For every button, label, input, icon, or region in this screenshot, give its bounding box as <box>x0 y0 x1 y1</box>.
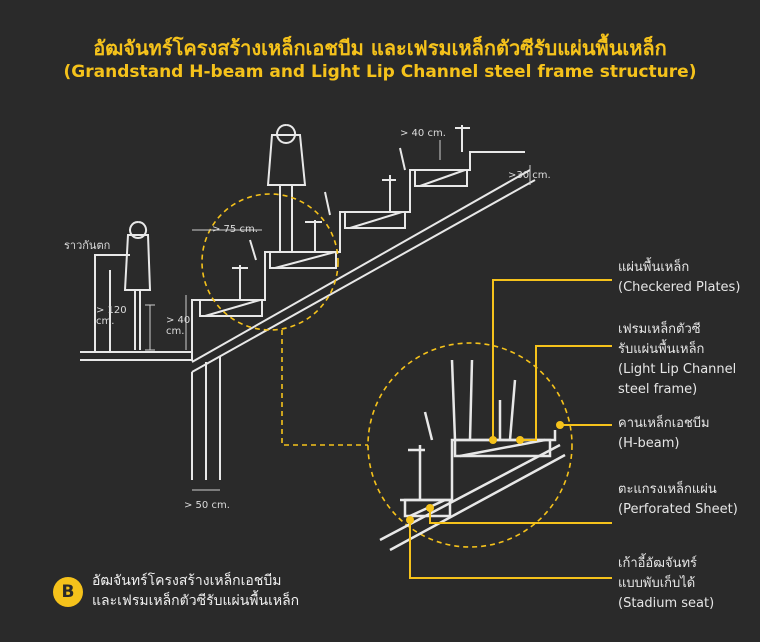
step-profile <box>80 151 525 353</box>
step-frame-4 <box>414 169 468 187</box>
person-standing-1 <box>123 221 152 350</box>
person-standing-2 <box>266 124 307 252</box>
section-caption: อัฒจันทร์โครงสร้างเหล็กเอชบีมและเฟรมเหล็… <box>92 573 300 609</box>
dim-column: > 50 cm. <box>184 500 230 511</box>
leader-stadium-seat <box>409 520 612 579</box>
detail-circle-small <box>201 193 339 331</box>
dim-riser: > 40 cm. <box>400 128 446 139</box>
label-checkered-plates: แผ่นพื้นเหล็ก(Checkered Plates) <box>618 260 741 295</box>
seat-4 <box>455 125 470 152</box>
leader-checkered-plates <box>492 279 612 440</box>
title-thai: อัฒจันทร์โครงสร้างเหล็กเอชบีม และเฟรมเหล… <box>93 36 667 60</box>
dim-railing-label: ราวกันตก <box>64 239 111 252</box>
step-frame-2 <box>269 251 337 269</box>
floor-platform <box>80 351 193 361</box>
detail-person-legs <box>450 359 474 441</box>
seat-2 <box>305 191 331 252</box>
dim-step: >30 cm. <box>508 170 551 181</box>
title-english: (Grandstand H-beam and Light Lip Channel… <box>63 62 697 82</box>
label-stadium-seat: เก้าอี้อัฒจันทร์แบบพับเก็บได้(Stadium se… <box>618 556 715 611</box>
section-badge: B <box>53 577 83 607</box>
seat-1 <box>232 239 257 300</box>
step-frame-3 <box>344 211 406 229</box>
detail-h-beam <box>379 443 566 552</box>
leader-c-frame <box>520 345 612 441</box>
detail-seat <box>408 411 434 500</box>
dim-railing-height: > 120 cm. <box>96 305 127 327</box>
front-railing <box>94 254 130 352</box>
label-h-beam: คานเหล็กเอชบีม(H-beam) <box>618 416 710 451</box>
dim-front-height: > 40 cm. <box>166 315 191 337</box>
main-h-beam <box>191 169 536 373</box>
support-column <box>191 356 221 480</box>
label-perforated-sheet: ตะแกรงเหล็กแผ่น(Perforated Sheet) <box>618 482 738 517</box>
step-frame-1 <box>199 299 263 317</box>
label-c-frame: เฟรมเหล็กตัวซีรับแผ่นพื้นเหล็ก (Light Li… <box>618 322 737 397</box>
detail-circle-large <box>367 342 573 548</box>
seat-3 <box>382 147 406 212</box>
leader-perforated-sheet <box>429 508 612 524</box>
dim-tread: > 75 cm. <box>212 224 258 235</box>
